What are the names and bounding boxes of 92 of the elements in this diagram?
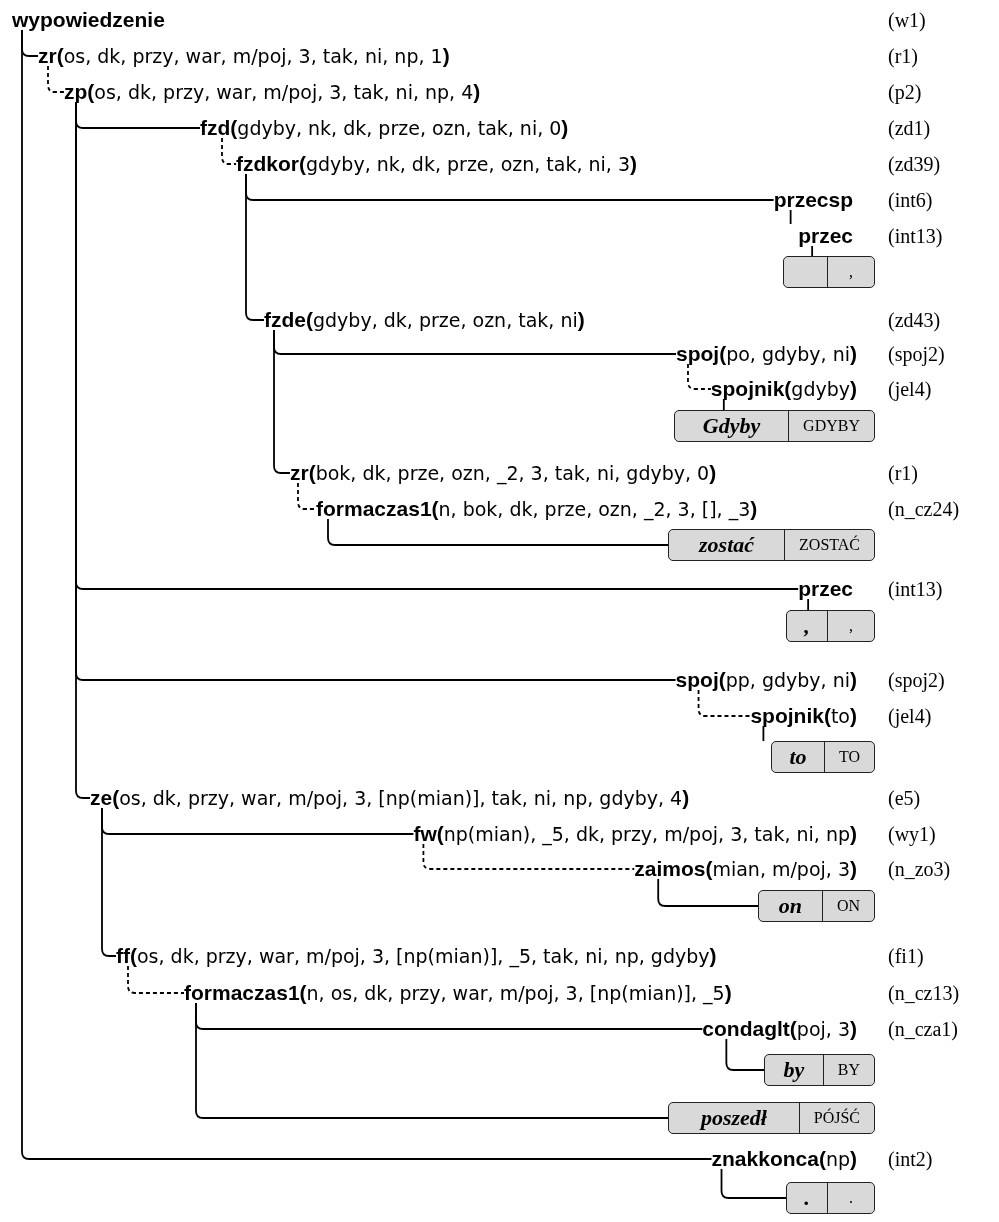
category-label: przecsp [773,188,853,212]
tree-branch [722,398,725,411]
category-label: condaglt(poj, 3) [702,1017,857,1041]
rule-id: (n_cz24) [888,497,960,521]
token-box [758,890,875,922]
lemma: ZOSTAĆ [798,534,861,555]
category-label: fw(np(mian), _5, dk, przy, m/poj, 3, tak, ni, np) [413,822,857,846]
rule-id: (e5) [888,786,921,810]
word-form: poszedł [669,1103,800,1133]
token-box [674,410,875,442]
dashed-branch [422,843,636,870]
tree-branch [720,1168,787,1199]
tree-branch [101,807,117,957]
rule-id: (zd39) [888,152,941,176]
category-label: zr(os, dk, przy, war, m/poj, 3, tak, ni, np, 1) [38,44,450,68]
category-label: spojnik(to) [750,704,857,728]
rule-id: (jel4) [888,704,932,728]
category-label: przec [798,224,853,248]
word-form: to [772,742,825,772]
category-label: spoj(po, gdyby, ni) [676,342,857,366]
token-box [668,529,875,561]
word-form: . [787,1183,828,1213]
token-box [786,610,875,642]
tree-branch [245,173,265,321]
word-form: zostać [669,530,786,560]
category-label: ff(os, dk, przy, war, m/poj, 3, [np(mian)], _5, tak, ni, np, gdyby) [116,944,717,968]
lemma: BY [836,1060,861,1080]
token-box [783,256,875,288]
rule-id: (int6) [888,188,933,212]
category-label: fzdkor(gdyby, nk, dk, prze, ozn, tak, ni, 3) [236,152,637,176]
category-label: fzde(gdyby, dk, prze, ozn, tak, ni) [264,308,585,332]
category-label: fzd(gdyby, nk, dk, prze, ozn, tak, ni, 0) [200,116,569,140]
rule-id: (int13) [888,577,943,601]
rule-id: (int13) [888,224,943,248]
lemma: ON [835,896,861,916]
token-box [764,1054,875,1086]
dashed-branch [697,689,752,717]
tree-branch [807,598,810,611]
rule-id: (spoj2) [888,342,945,366]
tree-branch [273,329,291,474]
category-label: spojnik(gdyby) [710,377,857,401]
rule-id: (fi1) [888,944,924,968]
category-label: formaczas1(n, os, dk, przy, war, m/poj, 3, [np(mian)], _5) [184,981,732,1005]
tree-branch [789,209,792,225]
lemma: , [848,262,854,282]
rule-id: (n_cza1) [888,1017,958,1041]
category-label: zaimos(mian, m/poj, 3) [634,857,857,881]
tree-branch [75,101,91,799]
lemma: PÓJŚĆ [812,1107,861,1128]
word-form: by [765,1055,824,1085]
rule-id: (jel4) [888,377,932,401]
category-label: zp(os, dk, przy, war, m/poj, 3, tak, ni, np, 4) [64,80,481,104]
rule-id: (r1) [888,44,918,68]
token-box [786,1182,875,1214]
rule-id: (w1) [888,8,926,32]
tree-branch [21,29,713,1160]
word-form: on [759,891,823,921]
dashed-branch [297,482,317,510]
rule-id: (wy1) [888,822,936,846]
rule-id: (zd43) [888,308,941,332]
tree-branch [762,725,765,742]
dashed-branch [221,137,237,165]
dashed-branch [47,65,65,93]
rule-id: (p2) [888,80,922,104]
lemma: . [848,1188,854,1208]
rule-id: (r1) [888,461,918,485]
rule-id: (int2) [888,1147,933,1171]
token-box [771,741,875,773]
lemma: TO [837,747,861,767]
tree-branch [811,245,814,257]
category-label: spoj(pp, gdyby, ni) [675,668,857,692]
word-form: , [787,611,828,641]
category-label: znakkonca(np) [711,1147,857,1171]
rule-id: (zd1) [888,116,931,140]
tree-branch [327,518,669,546]
tree-branch [657,878,759,907]
lemma: , [848,616,854,636]
category-label: zr(bok, dk, prze, ozn, _2, 3, tak, ni, gdyby, 0) [290,461,717,485]
rule-id: (spoj2) [888,668,945,692]
dashed-branch [687,363,712,390]
tree-branch [725,1038,765,1071]
category-label: wypowiedzenie [12,8,165,32]
category-label: przec [798,577,853,601]
token-box [668,1102,875,1134]
category-label: ze(os, dk, przy, war, m/poj, 3, [np(mian)], tak, ni, np, gdyby, 4) [90,786,690,810]
category-label: formaczas1(n, bok, dk, prze, ozn, _2, 3, [], _3) [316,497,758,521]
word-form: Gdyby [675,411,790,441]
dashed-branch [127,965,185,994]
rule-id: (n_zo3) [888,857,951,881]
tree-branch [195,1002,669,1119]
rule-id: (n_cz13) [888,981,960,1005]
lemma: GDYBY [802,416,861,436]
